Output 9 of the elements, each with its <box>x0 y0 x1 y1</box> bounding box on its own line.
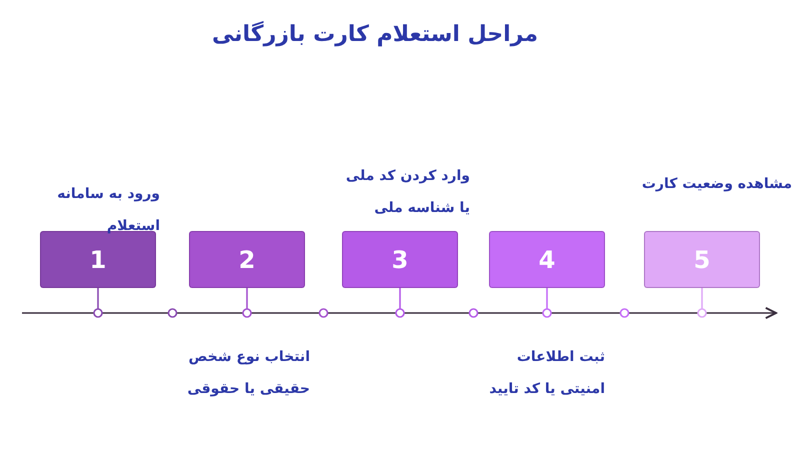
step-box: 3 <box>342 231 458 288</box>
title: مراحل استعلام کارت بازرگانی <box>211 22 539 47</box>
step-description: ثبت اطلاعات امنیتی یا کد تایید <box>488 348 605 399</box>
step-description: مشاهده وضعیت کارت <box>640 175 792 194</box>
step-box: 4 <box>489 231 605 288</box>
step-description: انتخاب نوع شخص حقیقی یا حقوقی <box>186 348 310 399</box>
step-box: 2 <box>189 231 305 288</box>
step-description: وارد کردن کد ملی یا شناسه ملی <box>344 167 470 218</box>
step-box: 5 <box>644 231 760 288</box>
